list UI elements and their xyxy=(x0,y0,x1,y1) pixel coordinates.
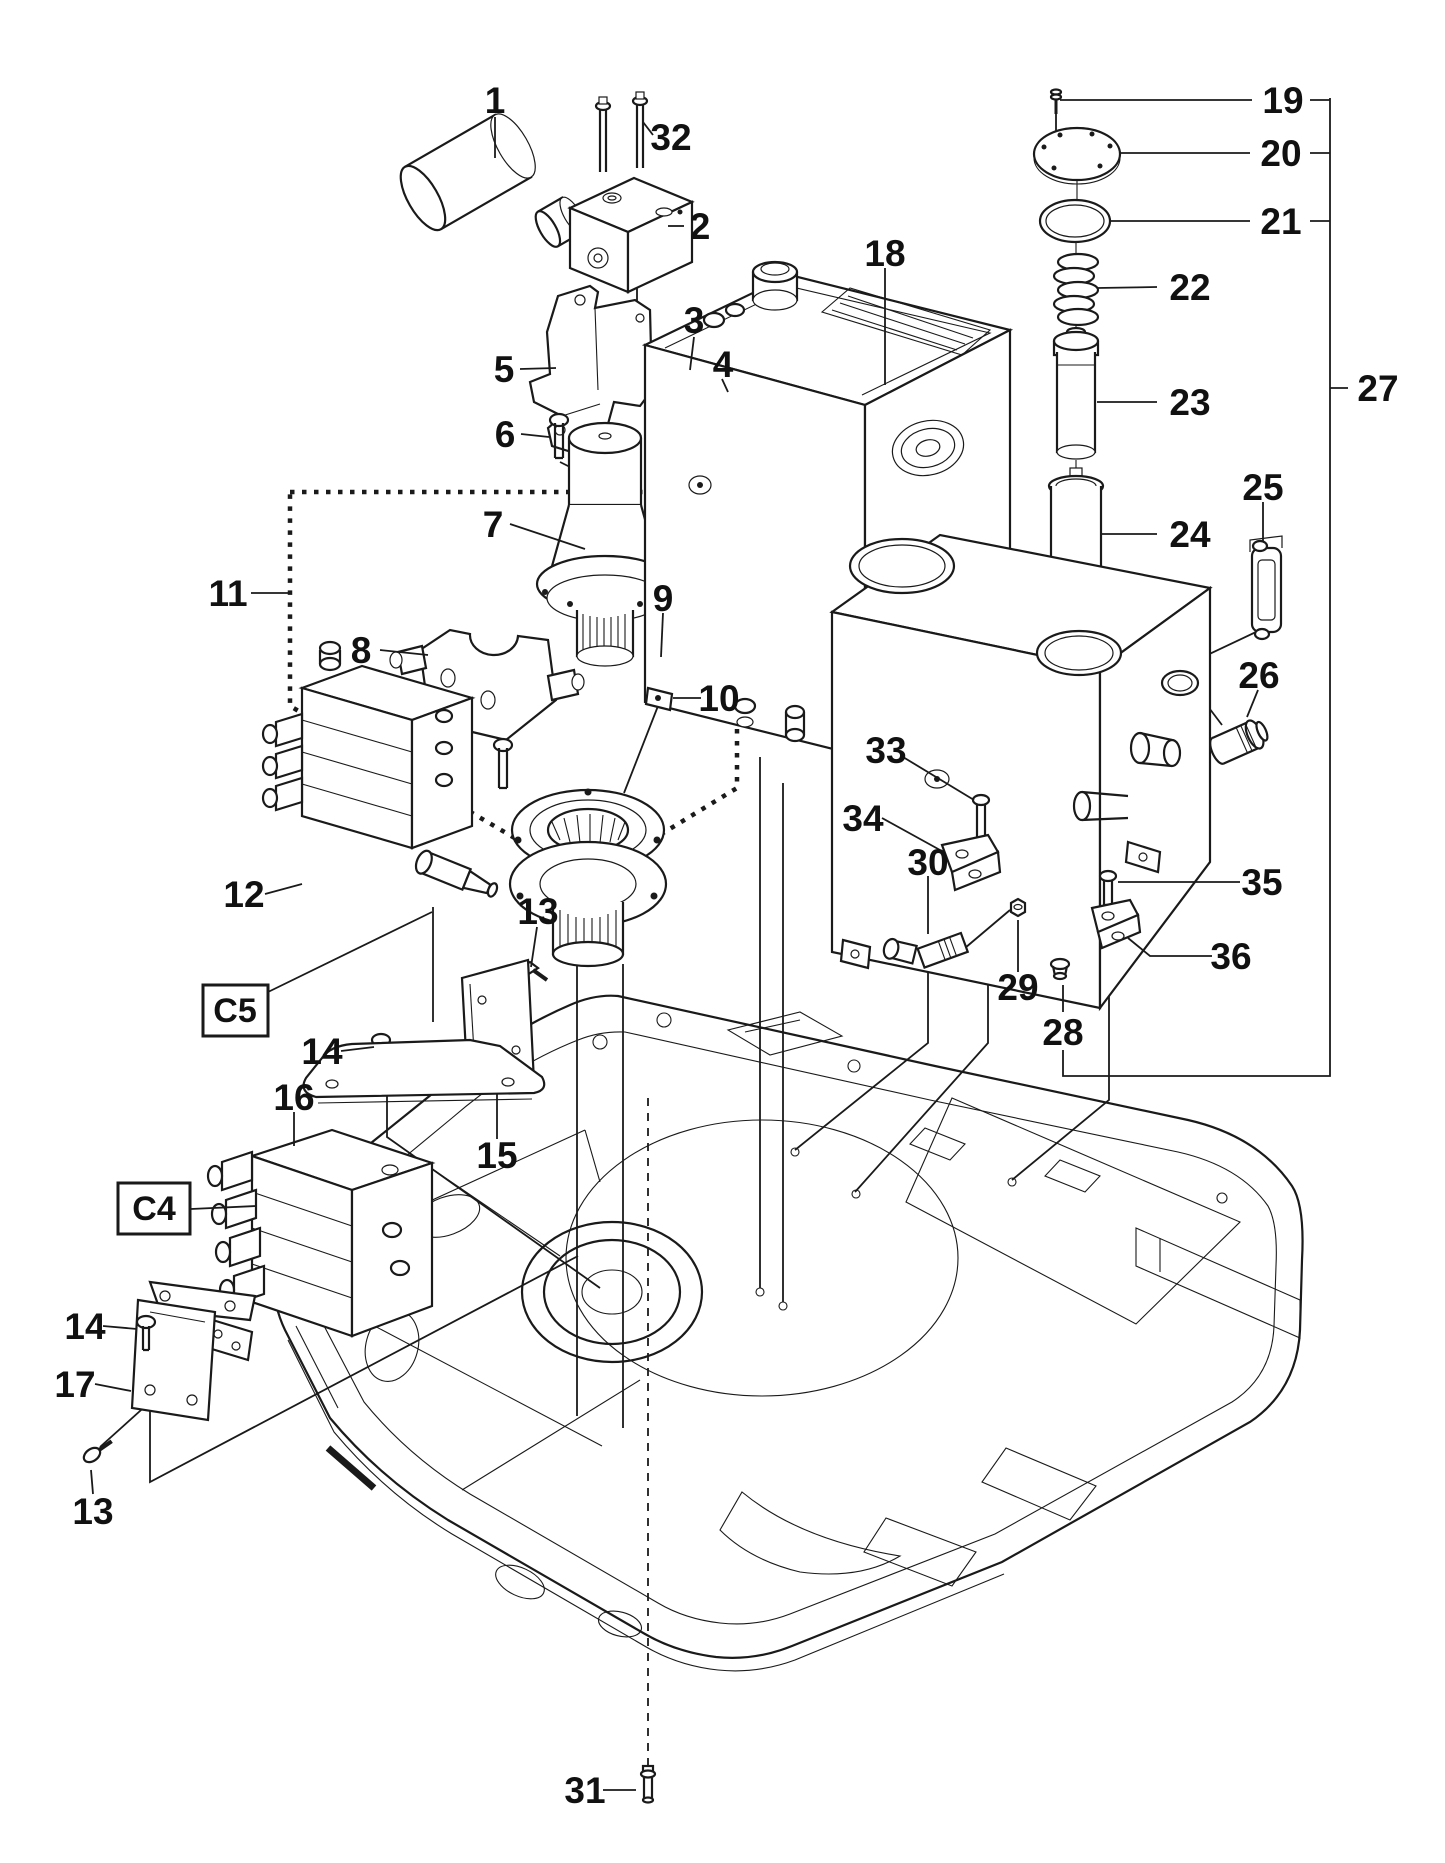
callout-27: 27 xyxy=(1357,368,1398,409)
callout-23: 23 xyxy=(1169,382,1210,423)
breather-plug-26 xyxy=(1209,719,1269,765)
chassis-frame xyxy=(272,994,1304,1672)
callout-30: 30 xyxy=(907,842,948,883)
valve-block-12 xyxy=(261,640,499,898)
callout-33: 33 xyxy=(865,730,906,771)
callout-28: 28 xyxy=(1042,1012,1083,1053)
callout-13a: 13 xyxy=(517,891,558,932)
callout-3: 3 xyxy=(684,300,705,341)
bolt-31 xyxy=(639,1764,657,1804)
callout-25: 25 xyxy=(1242,467,1283,508)
accumulator-cylinder-1 xyxy=(399,113,536,232)
plug-28 xyxy=(1049,957,1071,981)
callout-16: 16 xyxy=(273,1077,314,1118)
spring-22 xyxy=(1052,252,1100,327)
callout-1: 1 xyxy=(485,80,506,121)
callout-29: 29 xyxy=(997,967,1038,1008)
callout-9: 9 xyxy=(653,578,674,619)
bracket-34 xyxy=(940,833,1002,892)
sight-glass-25 xyxy=(1249,535,1283,641)
sensor-30 xyxy=(882,909,1011,969)
callout-13b: 13 xyxy=(72,1491,113,1532)
bracket-15 xyxy=(302,958,546,1104)
callout-17: 17 xyxy=(54,1364,95,1405)
bolt-6 xyxy=(548,412,570,460)
callout-14a: 14 xyxy=(301,1031,343,1072)
callout-26: 26 xyxy=(1238,655,1279,696)
callout-15: 15 xyxy=(476,1135,517,1176)
pump-block-2 xyxy=(567,176,695,294)
callout-4: 4 xyxy=(713,344,734,385)
cover-plate-20 xyxy=(1032,126,1122,185)
callout-18: 18 xyxy=(864,233,905,274)
callout-36: 36 xyxy=(1210,936,1251,977)
boxed-label-c4: C4 xyxy=(116,1181,192,1236)
bolt-under-bracket-8 xyxy=(492,737,514,790)
screw-19 xyxy=(1049,88,1063,114)
callout-2: 2 xyxy=(690,206,711,247)
callout-12: 12 xyxy=(223,874,264,915)
leader-lines xyxy=(99,98,1331,1770)
callout-22: 22 xyxy=(1169,267,1210,308)
filter-element-23 xyxy=(1052,326,1100,460)
callout-8: 8 xyxy=(351,630,372,671)
nut-29 xyxy=(1009,897,1027,918)
callout-leader-lines xyxy=(90,99,1348,1791)
callout-35: 35 xyxy=(1241,862,1282,903)
callout-31: 31 xyxy=(564,1770,605,1811)
callout-20: 20 xyxy=(1260,133,1301,174)
callout-5: 5 xyxy=(494,349,515,390)
coupling-flange-lower xyxy=(508,840,668,968)
screws-32 xyxy=(594,91,649,172)
callout-21: 21 xyxy=(1260,201,1301,242)
callout-34: 34 xyxy=(842,798,884,839)
hydraulic-tank-27 xyxy=(829,533,1213,1012)
callout-11: 11 xyxy=(208,573,247,614)
o-ring-21 xyxy=(1038,198,1112,244)
callout-10: 10 xyxy=(698,678,739,719)
callout-6: 6 xyxy=(495,414,516,455)
callout-labels: 1 32 2 3 4 5 6 7 8 9 10 11 12 13 14 15 1… xyxy=(54,80,1398,1811)
callout-24: 24 xyxy=(1169,514,1211,555)
bracket-36 xyxy=(1090,898,1142,950)
label-c5: C5 xyxy=(213,992,256,1030)
callout-32: 32 xyxy=(650,117,691,158)
valve-block-16 xyxy=(200,1128,436,1362)
bracket-17 xyxy=(130,1280,257,1422)
label-c4: C4 xyxy=(132,1190,176,1228)
screw-14-lower xyxy=(135,1314,157,1352)
screw-13-lower xyxy=(82,1439,113,1464)
callout-19: 19 xyxy=(1262,80,1303,121)
callout-7: 7 xyxy=(483,504,504,545)
callout-14b: 14 xyxy=(64,1306,106,1347)
boxed-label-c5: C5 xyxy=(201,983,270,1038)
